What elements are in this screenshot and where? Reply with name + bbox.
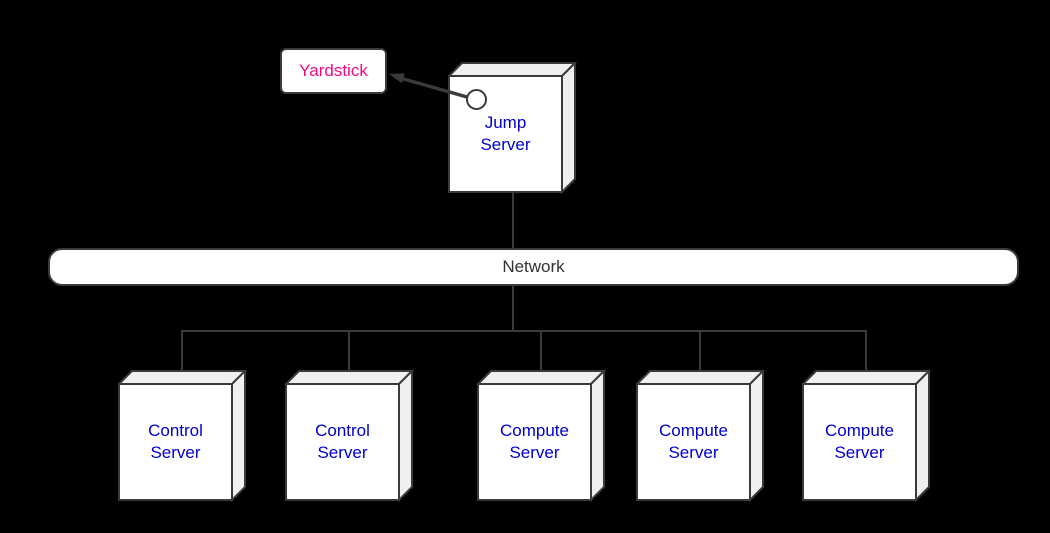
server-box-shape [477, 370, 606, 502]
network-node: Network [48, 248, 1019, 286]
yardstick-label: Yardstick [299, 61, 368, 80]
server-box-shape [636, 370, 765, 502]
control-server-node-1: Control Server [118, 370, 247, 502]
yardstick-node: Yardstick [280, 48, 387, 94]
server-label: Compute Server [825, 421, 894, 462]
server-box-shape [802, 370, 931, 502]
server-label: Control Server [315, 421, 370, 462]
arrowhead [389, 73, 405, 84]
jump-server-port-circle [466, 89, 487, 110]
server-box-shape [285, 370, 414, 502]
jump-server-node: Jump Server [448, 62, 577, 194]
compute-server-node-3: Compute Server [802, 370, 931, 502]
network-label: Network [502, 257, 565, 276]
jump-server-label: Jump Server [480, 113, 531, 154]
control-server-node-2: Control Server [285, 370, 414, 502]
compute-server-node-1: Compute Server [477, 370, 606, 502]
server-label: Compute Server [500, 421, 569, 462]
server-box-shape [118, 370, 247, 502]
server-label: Compute Server [659, 421, 728, 462]
compute-server-node-2: Compute Server [636, 370, 765, 502]
server-label: Control Server [148, 421, 203, 462]
